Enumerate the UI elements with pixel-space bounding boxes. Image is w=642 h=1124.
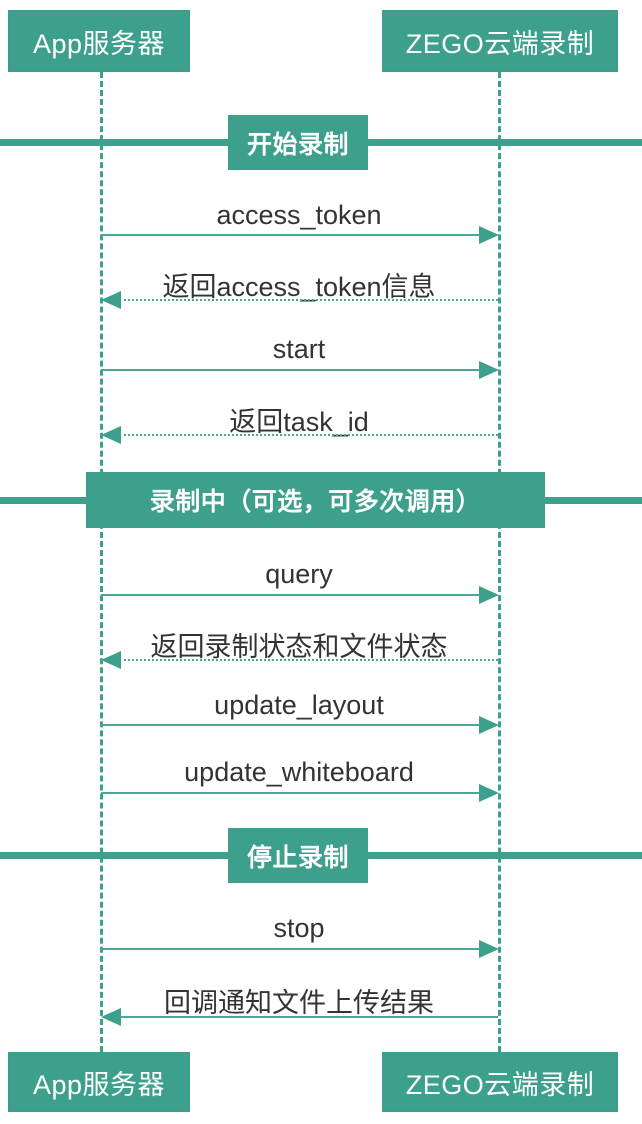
message-label-update-whiteboard: update_whiteboard	[184, 757, 414, 787]
message-line-update-layout	[101, 724, 481, 726]
arrowhead-right-icon-stop	[479, 940, 499, 958]
arrowhead-left-icon-return-record-state	[101, 651, 121, 669]
message-line-stop	[101, 948, 481, 950]
arrowhead-left-icon-return-access-token	[101, 291, 121, 309]
message-label-access-token: access_token	[216, 200, 382, 230]
message-label-stop: stop	[273, 913, 325, 943]
arrowhead-right-icon-access-token	[479, 226, 499, 244]
arrowhead-left-icon-callback-upload	[101, 1008, 121, 1026]
message-label-start: start	[272, 334, 326, 364]
message-line-return-record-state	[119, 659, 498, 661]
message-label-query: query	[265, 559, 333, 589]
message-label-update-layout: update_layout	[214, 690, 384, 720]
lifeline-zego-cloud-recording	[498, 72, 501, 1052]
arrowhead-right-icon-query	[479, 586, 499, 604]
message-line-start	[101, 369, 481, 371]
section-label-stop-recording: 停止录制	[228, 828, 368, 883]
arrowhead-right-icon-update-layout	[479, 716, 499, 734]
message-line-callback-upload	[119, 1016, 498, 1018]
actor-box-zego-cloud-recording-top: ZEGO云端录制	[382, 10, 618, 72]
message-label-callback-upload: 回调通知文件上传结果	[164, 988, 434, 1018]
actor-box-app-server-top: App服务器	[8, 10, 190, 72]
message-label-return-access-token: 返回access_token信息	[162, 272, 436, 302]
message-label-return-task-id: 返回task_id	[229, 407, 369, 437]
message-label-return-record-state: 返回录制状态和文件状态	[150, 632, 448, 662]
section-label-during-recording: 录制中（可选，可多次调用）	[86, 472, 545, 528]
message-line-return-task-id	[119, 434, 498, 436]
arrowhead-right-icon-update-whiteboard	[479, 784, 499, 802]
message-line-update-whiteboard	[101, 792, 481, 794]
arrowhead-right-icon-start	[479, 361, 499, 379]
message-line-access-token	[101, 234, 481, 236]
arrowhead-left-icon-return-task-id	[101, 426, 121, 444]
actor-box-zego-cloud-recording-bottom: ZEGO云端录制	[382, 1052, 618, 1112]
actor-box-app-server-bottom: App服务器	[8, 1052, 190, 1112]
message-line-return-access-token	[119, 299, 498, 301]
section-label-start-recording: 开始录制	[228, 115, 368, 170]
lifeline-app-server	[100, 72, 103, 1052]
message-line-query	[101, 594, 481, 596]
